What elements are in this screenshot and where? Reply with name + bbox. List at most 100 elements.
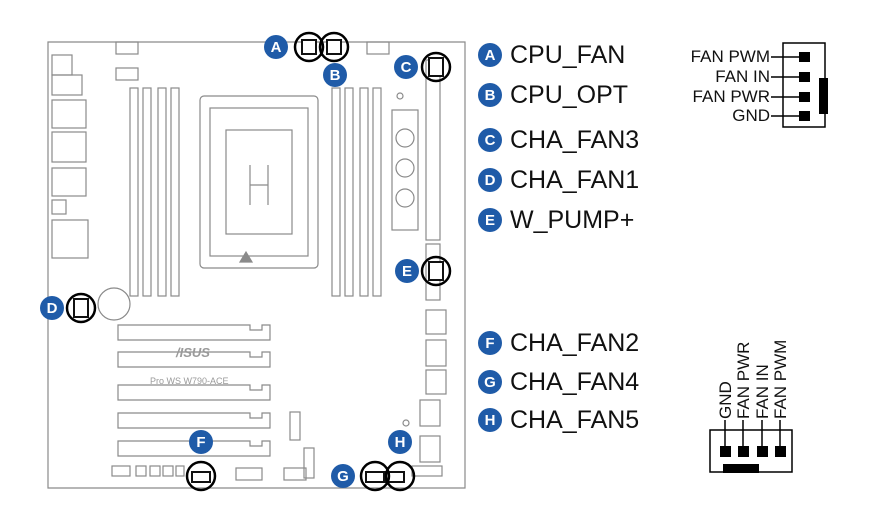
header [303, 447, 315, 479]
pcie-slot [117, 324, 271, 341]
pin [757, 446, 768, 457]
pin-label: FAN IN [715, 67, 770, 86]
badge-c: C [394, 55, 418, 79]
atx-connector [425, 59, 441, 241]
screw [395, 188, 415, 208]
pcie-slot [117, 440, 271, 457]
pcie-slot [117, 351, 271, 368]
m2-heatsink [391, 109, 419, 231]
cha-fan2-header [191, 471, 211, 483]
legend-badge: H [478, 408, 502, 432]
pin-label: FAN PWR [692, 87, 770, 106]
legend-item-cha-fan2: F CHA_FAN2 [478, 328, 639, 358]
pin-label: FAN PWM [690, 47, 770, 66]
header [283, 467, 307, 481]
header [135, 465, 147, 477]
pin [738, 446, 749, 457]
rear-io-block [51, 167, 87, 197]
pinout-connector-horizontal [771, 42, 826, 128]
latch [819, 78, 828, 114]
sata-port [425, 339, 447, 367]
board-model: Pro WS W790-ACE [150, 376, 229, 386]
legend-label: CHA_FAN3 [510, 125, 640, 154]
pin [720, 446, 731, 457]
legend-badge: F [478, 331, 502, 355]
sata-port [425, 309, 447, 335]
legend-badge: B [478, 83, 502, 107]
legend-label: CHA_FAN4 [510, 367, 640, 396]
standoff [396, 92, 404, 100]
cpu-socket-frame [209, 107, 309, 257]
pin-label: FAN IN [753, 364, 772, 419]
badge-a: A [264, 35, 288, 59]
cpu-fan-header [301, 39, 317, 55]
header [149, 465, 161, 477]
pcie-slot [117, 412, 271, 429]
legend-label: CPU_FAN [510, 40, 626, 69]
highlight-h [384, 460, 416, 492]
legend-item-cpu-opt: B CPU_OPT [478, 80, 628, 110]
latch [723, 464, 759, 473]
rear-io-block [51, 219, 89, 259]
rear-io-block [51, 74, 83, 96]
board-logo: /ISUS [175, 345, 210, 360]
dimm-slot [142, 87, 152, 297]
cpu-triangle [238, 250, 254, 263]
power-connector [115, 67, 139, 81]
highlight-b [318, 31, 350, 63]
legend-badge: C [478, 128, 502, 152]
highlight-f [185, 460, 217, 492]
rear-io-block [51, 199, 67, 215]
legend-item-cha-fan3: C CHA_FAN3 [478, 125, 639, 155]
legend-badge: G [478, 370, 502, 394]
pin [799, 92, 810, 102]
legend-item-cpu-fan: A CPU_FAN [478, 40, 625, 70]
cpu-opt-header [326, 39, 342, 55]
header [175, 465, 185, 477]
rear-io-block [51, 131, 87, 163]
legend-badge: A [478, 43, 502, 67]
rear-io-block [51, 99, 87, 129]
pcie-slot [117, 384, 271, 401]
legend-badge: D [478, 168, 502, 192]
legend-item-cha-fan1: D CHA_FAN1 [478, 165, 639, 195]
legend-badge: E [478, 208, 502, 232]
cha-fan1-header [73, 298, 89, 318]
highlight-e [420, 255, 452, 287]
dimm-slot [344, 87, 354, 297]
cmos-battery [97, 287, 131, 321]
dimm-slot [170, 87, 180, 297]
badge-e: E [395, 259, 419, 283]
highlight-g [359, 460, 391, 492]
w-pump-header [428, 261, 444, 281]
power-connector [115, 41, 139, 55]
dimm-slot [359, 87, 369, 297]
highlight-a [293, 31, 325, 63]
cpu-socket-mark [249, 165, 269, 205]
pin-label: FAN PWR [734, 341, 753, 419]
rear-io-block [51, 54, 73, 76]
legend-item-cha-fan5: H CHA_FAN5 [478, 405, 639, 435]
screw [395, 158, 415, 178]
header [411, 465, 443, 477]
sata-port [425, 369, 447, 395]
cpu-socket [199, 95, 319, 269]
pin [799, 72, 810, 82]
legend-item-w-pump: E W_PUMP+ [478, 205, 634, 235]
cpu-socket-inner [225, 129, 293, 235]
power-connector [366, 41, 390, 55]
sata-port [419, 435, 441, 463]
pin-label: GND [732, 106, 770, 125]
pin [799, 52, 810, 62]
badge-d: D [40, 296, 64, 320]
legend-label: CHA_FAN5 [510, 405, 640, 434]
pin-label: GND [716, 381, 735, 419]
dimm-slot [331, 87, 341, 297]
badge-b: B [323, 63, 347, 87]
legend-label: W_PUMP+ [510, 205, 635, 234]
legend-label: CHA_FAN1 [510, 165, 640, 194]
standoff [402, 419, 410, 427]
header [289, 411, 301, 441]
pin-label: FAN PWM [771, 339, 790, 419]
